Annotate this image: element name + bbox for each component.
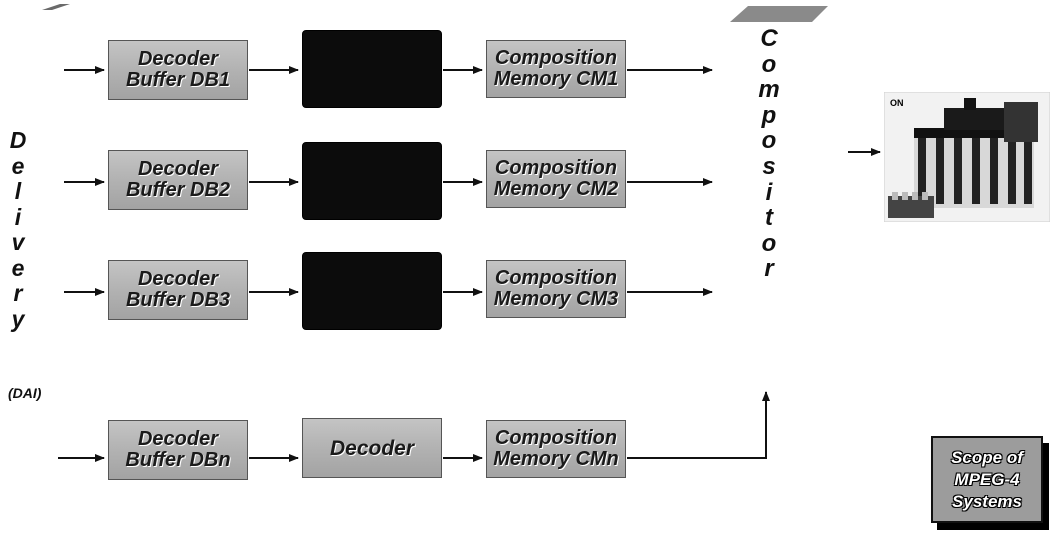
- compositor-letter: s: [762, 152, 776, 180]
- delivery-letter: r: [13, 280, 23, 306]
- box-text: Memory CM1: [493, 68, 619, 90]
- delivery-letter: D: [9, 127, 27, 153]
- delivery-letter: l: [14, 178, 22, 204]
- delivery-letter: e: [11, 254, 25, 281]
- box-text: Buffer DB3: [125, 289, 231, 311]
- rendered-scene-image: ON: [884, 92, 1050, 222]
- delivery-label: D e l i v e r y: [6, 127, 30, 332]
- box-text: Memory CMn: [493, 448, 619, 470]
- scope-badge: Scope of MPEG-4 Systems: [931, 436, 1043, 523]
- composition-memory-cm3: Composition Memory CM3: [486, 260, 626, 318]
- compositor-letter: o: [761, 127, 777, 155]
- box-text: Decoder: [137, 428, 219, 450]
- compositor-letter: i: [765, 178, 773, 206]
- decoder-box-2: [302, 142, 442, 220]
- box-text: Composition: [494, 47, 618, 69]
- box-text: Buffer DBn: [125, 449, 231, 471]
- compositor-letter: o: [761, 50, 777, 78]
- composition-memory-cm1: Composition Memory CM1: [486, 40, 626, 98]
- box-text: Decoder: [329, 436, 415, 460]
- delivery-letter: v: [11, 229, 25, 255]
- decoder-buffer-db1: Decoder Buffer DB1: [108, 40, 248, 100]
- box-text: Composition: [494, 157, 618, 179]
- delivery-letter: y: [11, 305, 25, 332]
- decoder-box-n: Decoder: [302, 418, 442, 478]
- box-text: Composition: [494, 267, 618, 289]
- box-text: Buffer DB1: [125, 69, 231, 91]
- decoder-box-1: [302, 30, 442, 108]
- decoder-buffer-db2: Decoder Buffer DB2: [108, 150, 248, 210]
- compositor-letter: C: [760, 25, 778, 52]
- delivery-letter: e: [11, 152, 25, 179]
- compositor-label: C o m p o s i t o r: [754, 26, 784, 282]
- compositor-letter: r: [764, 255, 774, 283]
- compositor-letter: m: [758, 76, 780, 104]
- composition-memory-cmn: Composition Memory CMn: [486, 420, 626, 478]
- compositor-letter: o: [761, 229, 777, 257]
- scope-text: MPEG-4: [954, 469, 1020, 489]
- box-text: Decoder: [137, 158, 219, 180]
- top-left-wedge: [42, 4, 70, 10]
- composition-memory-cm2: Composition Memory CM2: [486, 150, 626, 208]
- delivery-letter: i: [14, 203, 22, 230]
- box-text: Memory CM3: [493, 288, 619, 310]
- decoder-buffer-dbn: Decoder Buffer DBn: [108, 420, 248, 480]
- scope-text: Systems: [952, 491, 1022, 511]
- box-text: Decoder: [137, 268, 219, 290]
- top-right-wedge: [730, 6, 828, 22]
- box-text: Buffer DB2: [125, 179, 231, 201]
- box-text: Composition: [494, 427, 618, 449]
- scope-text: Scope of: [951, 447, 1023, 467]
- box-text: Memory CM2: [493, 178, 619, 200]
- dai-label: (DAI): [8, 385, 42, 401]
- scene-tag-text: ON: [890, 98, 904, 108]
- decoder-box-3: [302, 252, 442, 330]
- box-text: Decoder: [137, 48, 219, 70]
- compositor-letter: p: [761, 101, 777, 129]
- decoder-buffer-db3: Decoder Buffer DB3: [108, 260, 248, 320]
- compositor-letter: t: [765, 204, 773, 232]
